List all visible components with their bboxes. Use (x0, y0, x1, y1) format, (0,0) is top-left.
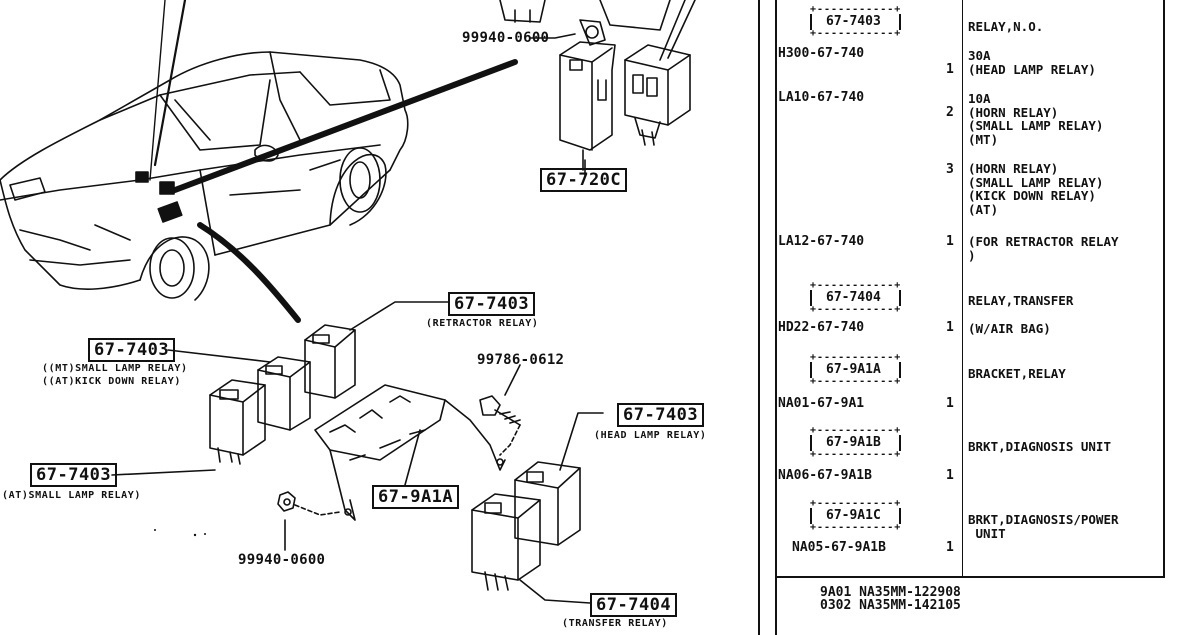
table-row-desc: RELAY,N.O. (968, 19, 1044, 34)
table-row-desc: 10A (HORN RELAY) (SMALL LAMP RELAY) (MT) (968, 91, 1104, 147)
part-number-nut-top: 99940-0600 (462, 30, 550, 46)
callout-67-9a1a: 67-9A1A (372, 485, 460, 509)
footer-line-2: 0302 NA35MM-142105 (820, 598, 961, 613)
label-at-kick-down-relay: ((AT)KICK DOWN RELAY) (42, 376, 182, 387)
table-row-code: +-----------+67-9A1B+-----------+ (810, 425, 902, 460)
callout-67-7403-small-mt: 67-7403 (88, 338, 176, 362)
table-row-code: +-----------+67-9A1A+-----------+ (810, 352, 902, 387)
table-row-desc: BRACKET,RELAY (968, 366, 1066, 381)
table-row-code: +-----------+67-7403+-----------+ (810, 4, 902, 39)
callout-67-7403-retractor: 67-7403 (448, 292, 536, 316)
table-row-qty: 1 (946, 234, 954, 249)
callout-67-7403-small-at: 67-7403 (30, 463, 118, 487)
table-row-part: LA10-67-740 (778, 90, 865, 105)
table-row-desc2: (W/AIR BAG) (968, 321, 1051, 336)
top-relays (499, 0, 691, 171)
part-number-nut-bottom: 99940-0600 (238, 552, 326, 568)
table-row-desc: (HORN RELAY) (SMALL LAMP RELAY) (KICK DO… (968, 161, 1104, 217)
table-row-desc: RELAY,TRANSFER (968, 293, 1074, 308)
table-row-qty: 1 (946, 396, 954, 411)
callout-67-7404: 67-7404 (590, 593, 678, 617)
table-row-qty: 2 (946, 105, 954, 120)
table-row-part: NA06-67-9A1B (778, 468, 872, 483)
car-illustration (0, 51, 409, 301)
label-at-small-lamp-relay: (AT)SMALL LAMP RELAY) (2, 490, 142, 501)
table-row-desc: (FOR RETRACTOR RELAY ) (968, 234, 1119, 263)
table-row-code: +-----------+67-9A1C+-----------+ (810, 498, 902, 533)
footer-line-1: 9A01 NA35MM-122908 (820, 585, 961, 600)
table-row-desc: BRKT,DIAGNOSIS/POWER UNIT (968, 512, 1119, 541)
callout-67-720c: 67-720C (540, 168, 628, 192)
label-mt-small-lamp-relay: ((MT)SMALL LAMP RELAY) (42, 363, 188, 374)
table-row-qty: 1 (946, 62, 954, 77)
table-row-part: NA01-67-9A1 (778, 396, 865, 411)
label-retractor-relay: (RETRACTOR RELAY) (426, 318, 539, 329)
table-row-qty: 1 (946, 468, 954, 483)
parts-table: +-----------+67-7403+-----------+ RELAY,… (758, 0, 1181, 635)
callout-67-7403-head: 67-7403 (617, 403, 705, 427)
table-row-part: HD22-67-740 (778, 320, 865, 335)
table-row-part: H300-67-740 (778, 46, 865, 61)
table-row-desc: BRKT,DIAGNOSIS UNIT (968, 439, 1111, 454)
table-row-desc2: 30A (HEAD LAMP RELAY) (968, 48, 1096, 77)
label-transfer-relay: (TRANSFER RELAY) (562, 618, 668, 629)
table-row-qty: 1 (946, 320, 954, 335)
part-number-bolt: 99786-0612 (477, 352, 565, 368)
relay-cluster (209, 324, 581, 591)
label-head-lamp-relay: (HEAD LAMP RELAY) (594, 430, 707, 441)
table-row-qty: 3 (946, 162, 954, 177)
parts-diagram (0, 0, 696, 604)
table-row-qty: 1 (946, 540, 954, 555)
table-row-part: NA05-67-9A1B (792, 540, 886, 555)
table-row-code: +-----------+67-7404+-----------+ (810, 280, 902, 315)
table-row-part: LA12-67-740 (778, 234, 865, 249)
